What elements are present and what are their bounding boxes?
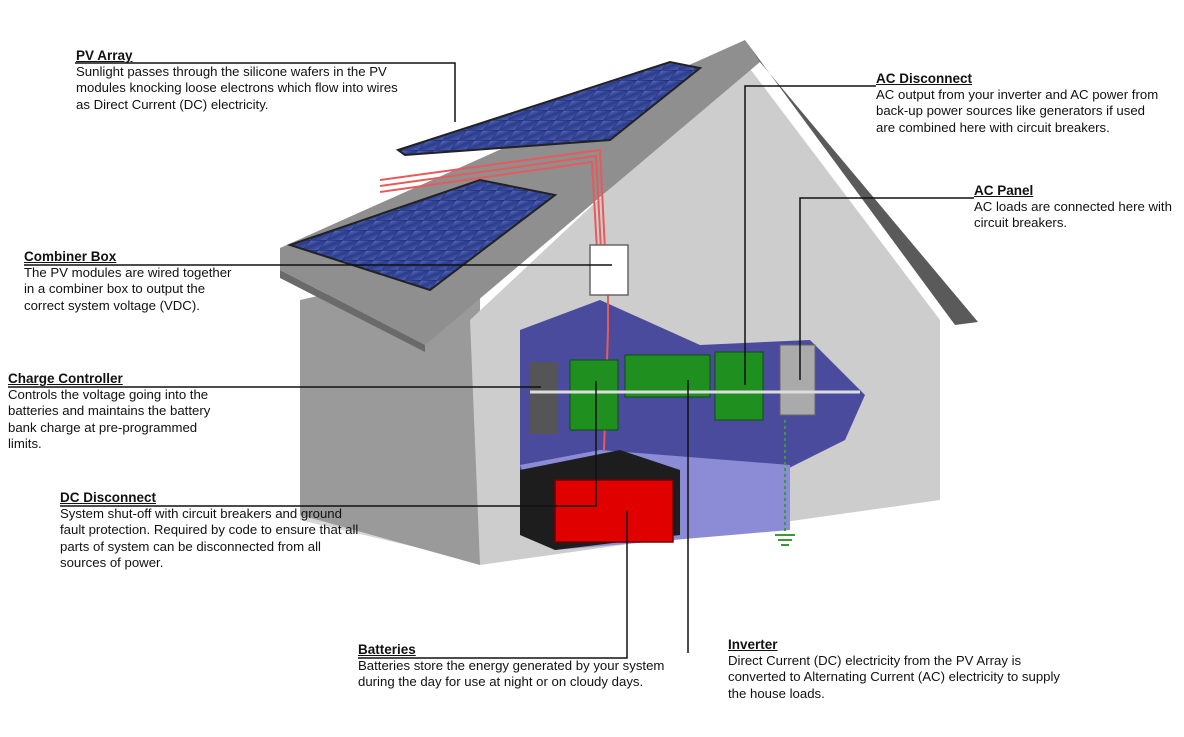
ac-disconnect-desc: AC output from your inverter and AC powe… (876, 87, 1166, 136)
ac-disconnect-title: AC Disconnect (876, 71, 1166, 87)
label-dc-disconnect: DC Disconnect System shut-off with circu… (60, 490, 360, 571)
batteries-desc: Batteries store the energy generated by … (358, 658, 678, 690)
inverter-title: Inverter (728, 637, 1068, 653)
combiner-box-desc: The PV modules are wired together in a c… (24, 265, 244, 314)
label-batteries: Batteries Batteries store the energy gen… (358, 642, 678, 691)
pv-array-title: PV Array (76, 48, 406, 64)
ac-panel-box (780, 345, 815, 415)
label-inverter: Inverter Direct Current (DC) electricity… (728, 637, 1068, 702)
label-combiner-box: Combiner Box The PV modules are wired to… (24, 249, 244, 314)
battery-bank (555, 480, 673, 542)
charge-controller-box (530, 362, 558, 434)
charge-controller-desc: Controls the voltage going into the batt… (8, 387, 233, 452)
dc-disconnect-title: DC Disconnect (60, 490, 360, 506)
dc-disconnect-desc: System shut-off with circuit breakers an… (60, 506, 360, 571)
label-ac-panel: AC Panel AC loads are connected here wit… (974, 183, 1179, 232)
combiner-box-title: Combiner Box (24, 249, 244, 265)
label-pv-array: PV Array Sunlight passes through the sil… (76, 48, 406, 113)
pv-array-desc: Sunlight passes through the silicone waf… (76, 64, 406, 113)
charge-controller-title: Charge Controller (8, 371, 233, 387)
label-ac-disconnect: AC Disconnect AC output from your invert… (876, 71, 1166, 136)
batteries-title: Batteries (358, 642, 678, 658)
inverter-desc: Direct Current (DC) electricity from the… (728, 653, 1068, 702)
dc-disconnect-box (570, 360, 618, 430)
label-charge-controller: Charge Controller Controls the voltage g… (8, 371, 233, 452)
ac-disconnect-box (715, 352, 763, 420)
ac-panel-desc: AC loads are connected here with circuit… (974, 199, 1179, 231)
ac-panel-title: AC Panel (974, 183, 1179, 199)
combiner-box (590, 245, 628, 295)
